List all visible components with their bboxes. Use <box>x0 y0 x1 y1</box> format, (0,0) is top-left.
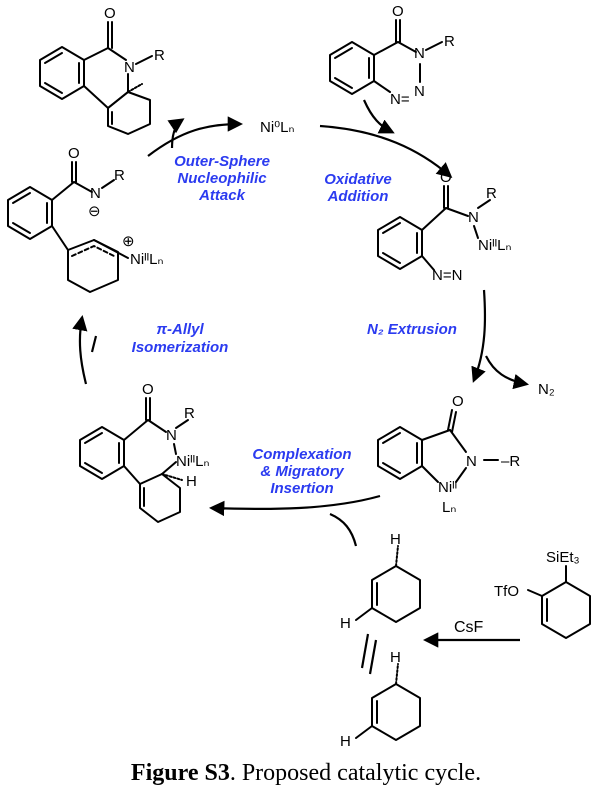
upper-h-bottom: H <box>340 615 351 632</box>
nc-r: –R <box>501 453 520 470</box>
carbonyl-oxygen: O <box>104 5 116 22</box>
benzotriazinone-molecule <box>329 19 443 95</box>
step-complexation-line3: Insertion <box>270 480 333 497</box>
step-isomerization-line1: π-Allyl <box>156 321 204 338</box>
mi-hydrogen: H <box>186 473 197 490</box>
seven-membered-nickelacycle <box>79 397 189 523</box>
mi-oxygen: O <box>142 381 154 398</box>
step-isomerization-line2: Isomerization <box>132 339 229 356</box>
pa-ni-label: NiᴵᴵLₙ <box>130 251 164 268</box>
cycle-arrow-outer-sphere <box>147 116 244 157</box>
csf-reagent: CsF <box>454 619 484 636</box>
cyclohexyne-upper <box>355 545 421 623</box>
nc-ni-label: Niᴵᴵ <box>438 479 457 496</box>
oa-diazo: N=N <box>432 267 462 284</box>
triazinone-n3: N <box>414 45 425 62</box>
r-group: R <box>154 47 165 64</box>
lower-h-top: H <box>390 649 401 666</box>
ni-triazene-intermediate <box>377 185 491 271</box>
silyl-triflate-precursor <box>527 565 591 639</box>
triazinone-n2: N <box>414 83 425 100</box>
step-oxidative-line2: Addition <box>327 188 389 205</box>
pa-plus: ⊕ <box>122 233 135 250</box>
lower-h-bottom: H <box>340 733 351 750</box>
mi-r: R <box>184 405 195 422</box>
figure-label: Figure S3 <box>130 760 230 786</box>
substrate-entry-arrow <box>362 99 395 134</box>
upper-h-top: H <box>390 531 401 548</box>
product-release-arrow <box>167 118 185 149</box>
n2-byproduct: N₂ <box>538 381 555 398</box>
triazinone-oxygen: O <box>392 3 404 20</box>
step-complexation-line2: & Migratory <box>260 463 344 480</box>
step-outer-sphere-line3: Attack <box>198 187 246 204</box>
cyclohexyne-entry-arrow <box>329 512 358 547</box>
equilibrium-back-arrow <box>368 639 378 675</box>
pa-nitrogen: N <box>90 185 101 202</box>
pi-allyl-nickel-intermediate <box>7 161 129 293</box>
amide-nitrogen: N <box>124 59 135 76</box>
step-n2-extrusion: N₂ Extrusion <box>367 321 457 338</box>
cycle-arrow-isomerization <box>72 314 88 385</box>
cycle-arrow-complexation <box>208 494 381 517</box>
figure-caption-text: . Proposed catalytic cycle. <box>229 760 482 786</box>
nc-oxygen: O <box>452 393 464 410</box>
product-molecule <box>39 21 153 135</box>
pa-minus: ⊖ <box>88 203 101 220</box>
triazinone-n1: N= <box>390 91 410 108</box>
step-complexation-line1: Complexation <box>252 446 351 463</box>
triazinone-r: R <box>444 33 455 50</box>
azanickelacycle-molecule <box>377 409 499 483</box>
siet3-label: SiEt₃ <box>546 549 580 566</box>
figure-caption: Figure S3. Proposed catalytic cycle. <box>0 760 612 787</box>
cycle-arrow-oxidative <box>319 124 453 179</box>
mi-ni-label: NiᴵᴵLₙ <box>176 453 210 470</box>
cyclohexyne-lower <box>355 663 421 741</box>
pa-oxygen: O <box>68 145 80 162</box>
cycle-arrow-n2-extrusion <box>471 289 487 383</box>
oa-ni-label: NiᴵᴵLₙ <box>478 237 512 254</box>
oa-r: R <box>486 185 497 202</box>
pa-r: R <box>114 167 125 184</box>
n2-release-arrow <box>485 355 530 390</box>
isomerization-back-arrow <box>90 335 98 353</box>
nc-ln-label: Lₙ <box>442 499 456 516</box>
step-outer-sphere-line2: Nucleophilic <box>177 170 267 187</box>
step-outer-sphere-line1: Outer-Sphere <box>174 153 270 170</box>
nc-nitrogen: N <box>466 453 477 470</box>
oa-nitrogen: N <box>468 209 479 226</box>
step-oxidative-line1: Oxidative <box>324 171 392 188</box>
ni0-catalyst-label: Ni⁰Lₙ <box>260 119 295 136</box>
mi-nitrogen: N <box>166 427 177 444</box>
equilibrium-forward-arrow <box>360 633 370 669</box>
tfo-label: TfO <box>494 583 519 600</box>
